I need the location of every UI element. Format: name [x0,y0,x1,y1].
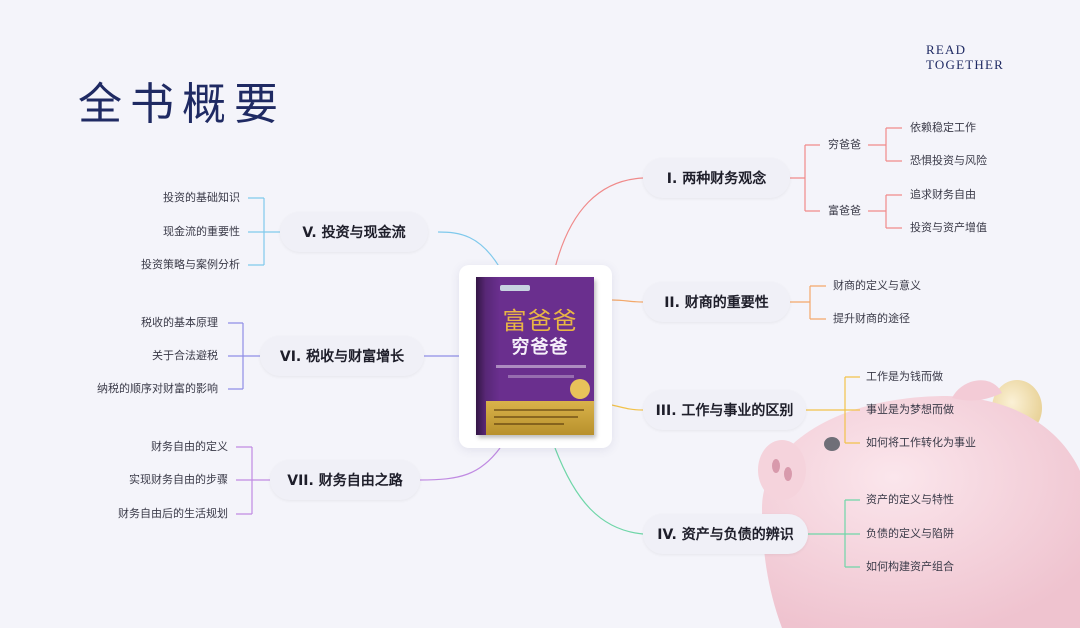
branch-4-item: 如何构建资产组合 [866,560,954,573]
mindmap-connectors [228,127,902,568]
branch-1-item: 恐惧投资与风险 [910,154,987,167]
brand-line-read: READ [926,42,967,57]
branch-4-item: 负债的定义与陷阱 [866,527,954,540]
branch-2-item: 财商的定义与意义 [833,279,921,292]
branch-6-item: 关于合法避税 [152,349,218,362]
branch-6-node[interactable]: VI. 税收与财富增长 [260,336,424,376]
branch-3-item: 事业是为梦想而做 [866,403,954,416]
brand-logo: READ TOGETHER [926,42,1004,72]
branch-4-node[interactable]: IV. 资产与负债的辨识 [643,514,808,554]
branch-1-item: 追求财务自由 [910,188,976,201]
piggy-bank-image [758,380,1080,628]
book-cover-image: 富爸爸 穷爸爸 [476,277,594,435]
branch-3-item: 工作是为钱而做 [866,370,943,383]
branch-5-item: 投资策略与案例分析 [141,258,240,271]
branch-1-group-2-label: 富爸爸 [828,204,861,217]
branch-7-item: 财务自由后的生活规划 [118,507,228,520]
center-book-card: 富爸爸 穷爸爸 [459,265,612,448]
branch-2-item: 提升财商的途径 [833,312,910,325]
branch-6-item: 税收的基本原理 [141,316,218,329]
branch-5-item: 投资的基础知识 [163,191,240,204]
book-cover-subtitle: 穷爸爸 [511,337,569,358]
branch-1-item: 投资与资产增值 [910,221,987,234]
branch-1-group-1-label: 穷爸爸 [828,138,861,151]
branch-6-item: 纳税的顺序对财富的影响 [97,382,218,395]
branch-7-item: 实现财务自由的步骤 [129,473,228,486]
page-title: 全书概要 [78,79,286,130]
branch-7-item: 财务自由的定义 [151,440,228,453]
branch-4-item: 资产的定义与特性 [866,493,954,506]
branch-1-node[interactable]: I. 两种财务观念 [643,158,790,198]
branch-3-node[interactable]: III. 工作与事业的区别 [643,390,806,430]
branch-7-node[interactable]: VII. 财务自由之路 [270,460,420,500]
branch-3-item: 如何将工作转化为事业 [866,436,976,449]
book-cover-title: 富爸爸 [502,307,578,335]
branch-2-node[interactable]: II. 财商的重要性 [643,282,790,322]
branch-5-item: 现金流的重要性 [163,225,240,238]
branch-5-node[interactable]: V. 投资与现金流 [280,212,428,252]
brand-line-together: TOGETHER [926,57,1004,72]
branch-1-item: 依赖稳定工作 [910,121,976,134]
